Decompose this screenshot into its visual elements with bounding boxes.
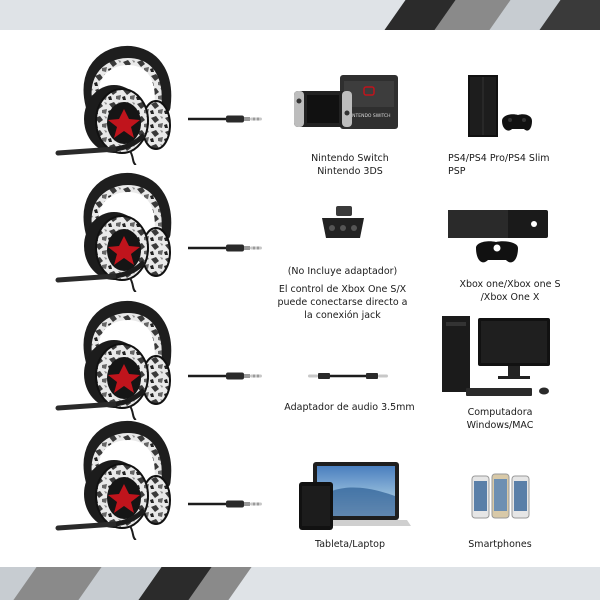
- caption-computer: Computadora Windows/MAC: [440, 406, 560, 432]
- caption-smartphones: Smartphones: [450, 538, 550, 551]
- row-computer: Adaptador de audio 3.5mm Computadora Win…: [0, 300, 600, 432]
- audio-cable-image: [188, 107, 264, 131]
- caption-line: PSP: [448, 166, 466, 177]
- nintendo-switch-image: NINTENDO SWITCH: [294, 75, 398, 129]
- caption-line: Nintendo Switch: [311, 153, 389, 164]
- switch-dock-label: NINTENDO SWITCH: [347, 113, 390, 119]
- caption-tablet-laptop: Tableta/Laptop: [300, 538, 400, 551]
- xbox-stereo-adapter-image: [322, 206, 364, 238]
- gaming-headset-image: [52, 420, 177, 540]
- caption-ps4: PS4/PS4 Pro/PS4 Slim PSP: [448, 152, 578, 178]
- caption-line: Tableta/Laptop: [314, 539, 386, 550]
- caption-audio-adapter: Adaptador de audio 3.5mm: [282, 401, 417, 414]
- gaming-headset-image: [52, 45, 177, 165]
- caption-line: (No Incluye adaptador): [287, 266, 398, 277]
- desktop-computer-image: [442, 316, 550, 396]
- bottom-decorative-band: [0, 567, 600, 600]
- caption-line: Adaptador de audio 3.5mm: [284, 402, 415, 413]
- caption-line: Nintendo 3DS: [317, 166, 383, 177]
- ps4-console-image: [468, 75, 532, 137]
- caption-line: PS4/PS4 Pro/PS4 Slim: [448, 153, 550, 164]
- caption-xbox: Xbox one/Xbox one S /Xbox One X: [445, 278, 575, 304]
- audio-cable-image: [188, 492, 264, 516]
- smartphones-image: [471, 473, 530, 519]
- row-tablet-phone: Tableta/Laptop Smartphones: [0, 420, 600, 550]
- gaming-headset-image: [52, 300, 177, 420]
- caption-xbox-adapter-note: (No Incluye adaptador) El control de Xbo…: [275, 265, 410, 322]
- row-nintendo-ps4: NINTENDO SWITCH Nintendo Switch Nintendo…: [0, 45, 600, 178]
- caption-nintendo: Nintendo Switch Nintendo 3DS: [300, 152, 400, 178]
- row-xbox: (No Incluye adaptador) El control de Xbo…: [0, 172, 600, 321]
- caption-line: Xbox one/Xbox one S: [459, 279, 561, 290]
- audio-adapter-cable-image: [308, 373, 388, 379]
- xbox-one-console-image: [448, 210, 548, 263]
- caption-line: Windows/MAC: [466, 420, 534, 431]
- caption-line: El control de Xbox One S/X: [278, 284, 407, 295]
- caption-line: Smartphones: [468, 539, 532, 550]
- caption-line: /Xbox One X: [480, 292, 540, 303]
- audio-cable-image: [188, 236, 264, 260]
- caption-line: Computadora: [467, 407, 533, 418]
- caption-line: la conexión jack: [304, 310, 381, 321]
- audio-cable-image: [188, 364, 264, 388]
- caption-line: puede conectarse directo a: [277, 297, 408, 308]
- top-decorative-band: [0, 0, 600, 30]
- gaming-headset-image: [52, 172, 177, 292]
- tablet-laptop-image: [299, 462, 411, 530]
